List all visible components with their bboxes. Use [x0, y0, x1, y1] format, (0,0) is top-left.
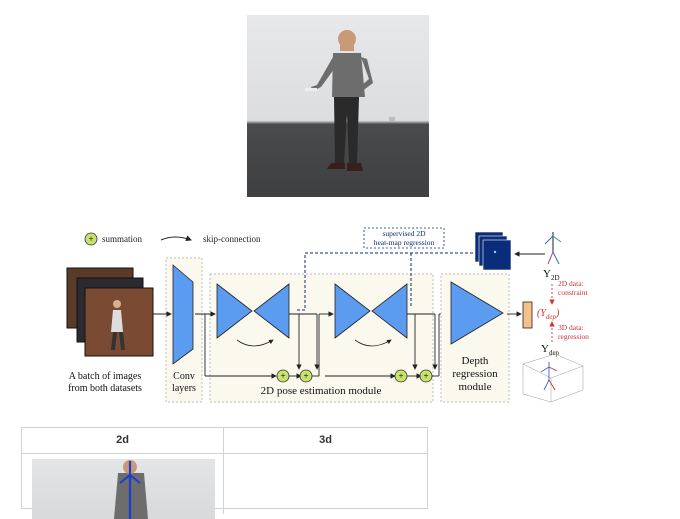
conv-label-line2: layers	[172, 383, 196, 394]
depth-label-line2: regression	[452, 368, 498, 380]
summation-node: +	[299, 369, 313, 383]
svg-text:+: +	[88, 234, 93, 244]
skeleton-3d-plot	[522, 353, 584, 403]
cell-2d	[22, 454, 224, 519]
hourglass-2-decoder	[371, 283, 408, 339]
svg-text:+: +	[303, 371, 308, 381]
column-header-2d: 2d	[22, 428, 224, 454]
summation-node: +	[394, 369, 408, 383]
legend-skip-label: skip-connection	[203, 234, 261, 244]
depth-regression-block	[450, 281, 504, 345]
conv-layers-block	[172, 264, 194, 365]
data3d-label-line2: regression	[558, 332, 589, 341]
results-table: 2d 3d	[21, 427, 428, 519]
person-figure	[305, 30, 395, 171]
hourglass-1-encoder	[216, 283, 253, 339]
svg-text:+: +	[423, 371, 428, 381]
data2d-label-line2: constraint	[558, 288, 588, 297]
summation-icon	[84, 232, 98, 246]
input-photo	[247, 15, 429, 197]
column-header-3d: 3d	[224, 428, 427, 454]
legend-skip-connection: skip-connection	[160, 234, 261, 244]
heatmap-label-line2: heat-map regression	[374, 238, 435, 247]
heatmap-supervision-path	[297, 250, 496, 311]
hourglass-2-encoder	[334, 283, 371, 339]
ydep-label: Ydep	[541, 343, 560, 357]
heatmap-label-box	[363, 227, 445, 249]
hourglass-1-skip	[236, 339, 274, 347]
result-2d-image	[32, 459, 215, 519]
legend-summation: + summation	[84, 232, 142, 246]
heatmap-stack	[474, 231, 512, 271]
skip-connection-icon	[160, 235, 192, 242]
ydep-box-label: (Ydep)	[537, 308, 560, 321]
summation-node: +	[419, 369, 433, 383]
y2d-label: Y2D	[543, 268, 560, 282]
hourglass-1-decoder	[253, 283, 290, 339]
hourglass-2-skip	[354, 339, 392, 347]
summation-node: +	[276, 369, 290, 383]
depth-label-line1: Depth	[462, 355, 489, 367]
image-batch	[66, 267, 154, 357]
pose-module-label: 2D pose estimation module	[261, 385, 382, 397]
svg-text:+: +	[398, 371, 403, 381]
depth-label-line3: module	[459, 381, 492, 393]
heatmap-label-line1: supervised 2D	[382, 229, 426, 238]
architecture-diagram: + summation skip-connection A batch of i…	[66, 227, 589, 403]
data2d-label-line1: 2D data:	[558, 279, 584, 288]
batch-label-line2: from both datasets	[68, 383, 142, 394]
conv-label-line1: Conv	[173, 371, 195, 382]
legend-summation-label: summation	[102, 234, 142, 244]
svg-text:+: +	[280, 371, 285, 381]
batch-label-line1: A batch of images	[69, 371, 142, 382]
depth-output-vector	[522, 301, 533, 329]
skeleton-2d-icon	[544, 232, 562, 265]
data3d-label-line1: 3D data:	[558, 323, 584, 332]
